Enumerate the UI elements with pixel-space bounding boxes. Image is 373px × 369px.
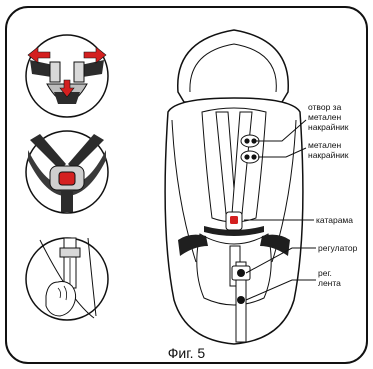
label-strap-line1: рег. bbox=[318, 268, 341, 278]
label-tip-line1: метален bbox=[308, 140, 349, 150]
label-buckle: катарама bbox=[316, 215, 353, 225]
figure-caption: Фиг. 5 bbox=[0, 345, 373, 361]
label-slot-line1: отвор за bbox=[308, 102, 349, 112]
step2-icon bbox=[26, 131, 108, 213]
label-slot-line2: метален bbox=[308, 112, 349, 122]
label-strap-line2: лента bbox=[318, 278, 341, 288]
step3-icon bbox=[26, 238, 108, 320]
label-tip-line2: накрайник bbox=[308, 150, 349, 160]
step1-icon bbox=[26, 35, 108, 117]
car-seat-illustration bbox=[165, 30, 303, 344]
label-slot-line3: накрайник bbox=[308, 122, 349, 132]
label-metal-tip: метален накрайник bbox=[308, 140, 349, 160]
label-adjust-strap: рег. лента bbox=[318, 268, 341, 288]
label-metal-tip-slot: отвор за метален накрайник bbox=[308, 102, 349, 132]
label-adjuster: регулатор bbox=[318, 243, 357, 253]
